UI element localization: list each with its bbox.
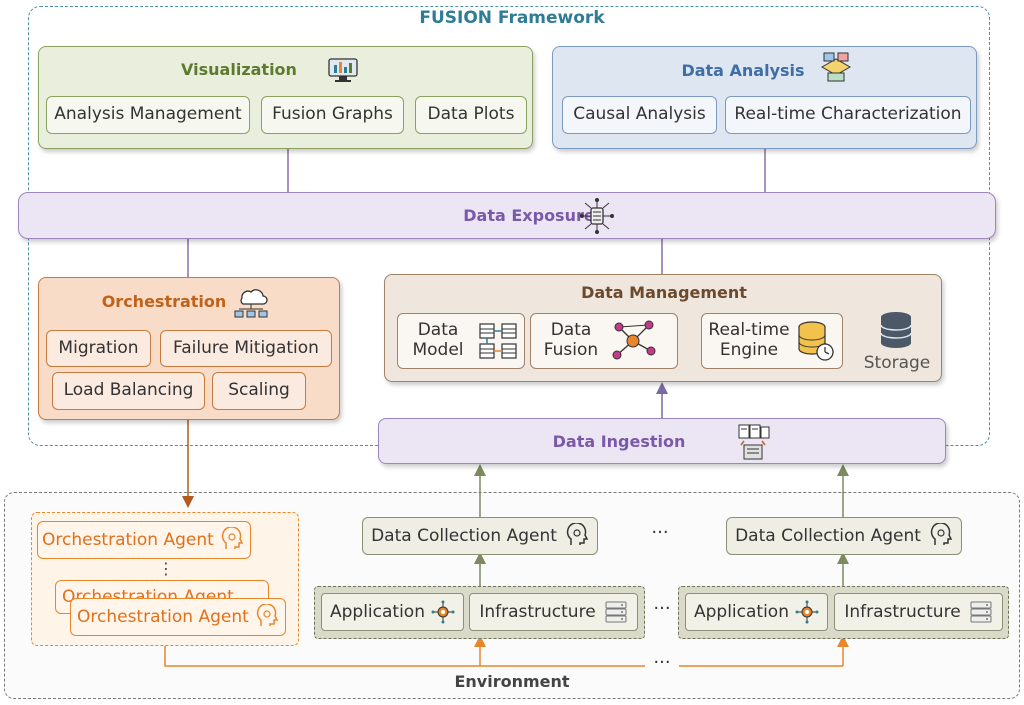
infrastructure-node-2: Infrastructure (834, 593, 1003, 631)
data-exposure-bar: Data Exposure (18, 192, 996, 239)
dm-item-line1: Real-time (708, 320, 790, 341)
dm-item-realtime-engine: Real-time Engine (701, 313, 843, 369)
data-ingestion-title: Data Ingestion (552, 432, 686, 451)
orchestration-agent-3: Orchestration Agent (70, 598, 286, 636)
viz-item-analysis-management: Analysis Management (46, 96, 250, 134)
gear-network-icon (795, 600, 819, 624)
application-node-2: Application (685, 593, 828, 631)
environment-title: Environment (454, 672, 570, 691)
server-rack-icon (605, 601, 627, 623)
gear-network-icon (431, 600, 455, 624)
graph-nodes-icon (612, 320, 656, 360)
visualization-title: Visualization (181, 60, 297, 79)
data-exposure-title: Data Exposure (463, 206, 595, 225)
orch-item-scaling: Scaling (212, 372, 306, 410)
brain-head-icon (256, 604, 279, 626)
network-hub-icon (580, 198, 614, 234)
viz-item-data-plots: Data Plots (415, 96, 527, 134)
orchestration-agent-1: Orchestration Agent (37, 521, 251, 559)
cloud-network-icon (234, 289, 268, 318)
database-clock-icon (798, 321, 834, 361)
infrastructure-node-1: Infrastructure (469, 593, 638, 631)
dm-item-line1: Data (417, 320, 459, 341)
orchestration-panel: Orchestration Migration Failure Mitigati… (38, 277, 340, 420)
infrastructure-label: Infrastructure (479, 602, 596, 622)
ellipsis-agents: ··· (651, 522, 669, 543)
data-collection-agent-2: Data Collection Agent (726, 517, 962, 555)
application-node-1: Application (321, 593, 464, 631)
brain-head-icon (930, 523, 953, 545)
visualization-panel: Visualization Analysis Management Fusion… (38, 46, 533, 149)
server-rack-icon (970, 601, 992, 623)
dm-item-line2: Model (412, 340, 464, 360)
dm-item-line2: Fusion (543, 340, 599, 360)
data-management-panel: Data Management Data Model Data Fusion (384, 274, 942, 382)
analysis-item-causal: Causal Analysis (562, 96, 717, 134)
link-orch-agent-bus (164, 640, 843, 667)
schema-icon (479, 323, 517, 359)
vertical-ellipsis: ⋮ (158, 559, 174, 578)
data-analysis-title: Data Analysis (681, 61, 805, 80)
analysis-item-realtime-characterization: Real-time Characterization (725, 96, 971, 134)
monitor-chart-icon (328, 58, 358, 82)
orchestration-title: Orchestration (101, 292, 227, 311)
storage-label: Storage (863, 353, 931, 373)
orchestration-agent-label: Orchestration Agent (42, 530, 214, 550)
data-analysis-panel: Data Analysis Causal Analysis Real-time … (552, 46, 977, 149)
dashboard-icon (820, 52, 852, 82)
data-collection-agent-1: Data Collection Agent (362, 517, 598, 555)
ellipsis-env: ··· (653, 598, 671, 619)
orch-item-load-balancing: Load Balancing (52, 372, 205, 410)
orch-item-migration: Migration (46, 330, 151, 367)
orchestration-agent-label: Orchestration Agent (77, 607, 249, 627)
data-collection-agent-label: Data Collection Agent (371, 526, 557, 546)
viz-item-fusion-graphs: Fusion Graphs (261, 96, 404, 134)
documents-intake-icon (738, 424, 770, 460)
data-management-title: Data Management (581, 283, 747, 302)
orch-item-failure-mitigation: Failure Mitigation (160, 330, 332, 367)
application-label: Application (330, 602, 425, 622)
dm-item-line2: Engine (719, 340, 779, 360)
dm-item-data-fusion: Data Fusion (530, 313, 678, 369)
infrastructure-label: Infrastructure (844, 602, 961, 622)
data-collection-agent-label: Data Collection Agent (735, 526, 921, 546)
ellipsis-bus: ··· (645, 652, 679, 676)
brain-head-icon (221, 527, 244, 549)
brain-head-icon (566, 523, 589, 545)
storage-server-icon (880, 312, 912, 348)
data-ingestion-bar: Data Ingestion (378, 418, 946, 464)
dm-item-line1: Data (550, 320, 592, 341)
fusion-framework-title: FUSION Framework (419, 8, 605, 28)
dm-item-data-model: Data Model (397, 313, 525, 369)
application-label: Application (694, 602, 789, 622)
